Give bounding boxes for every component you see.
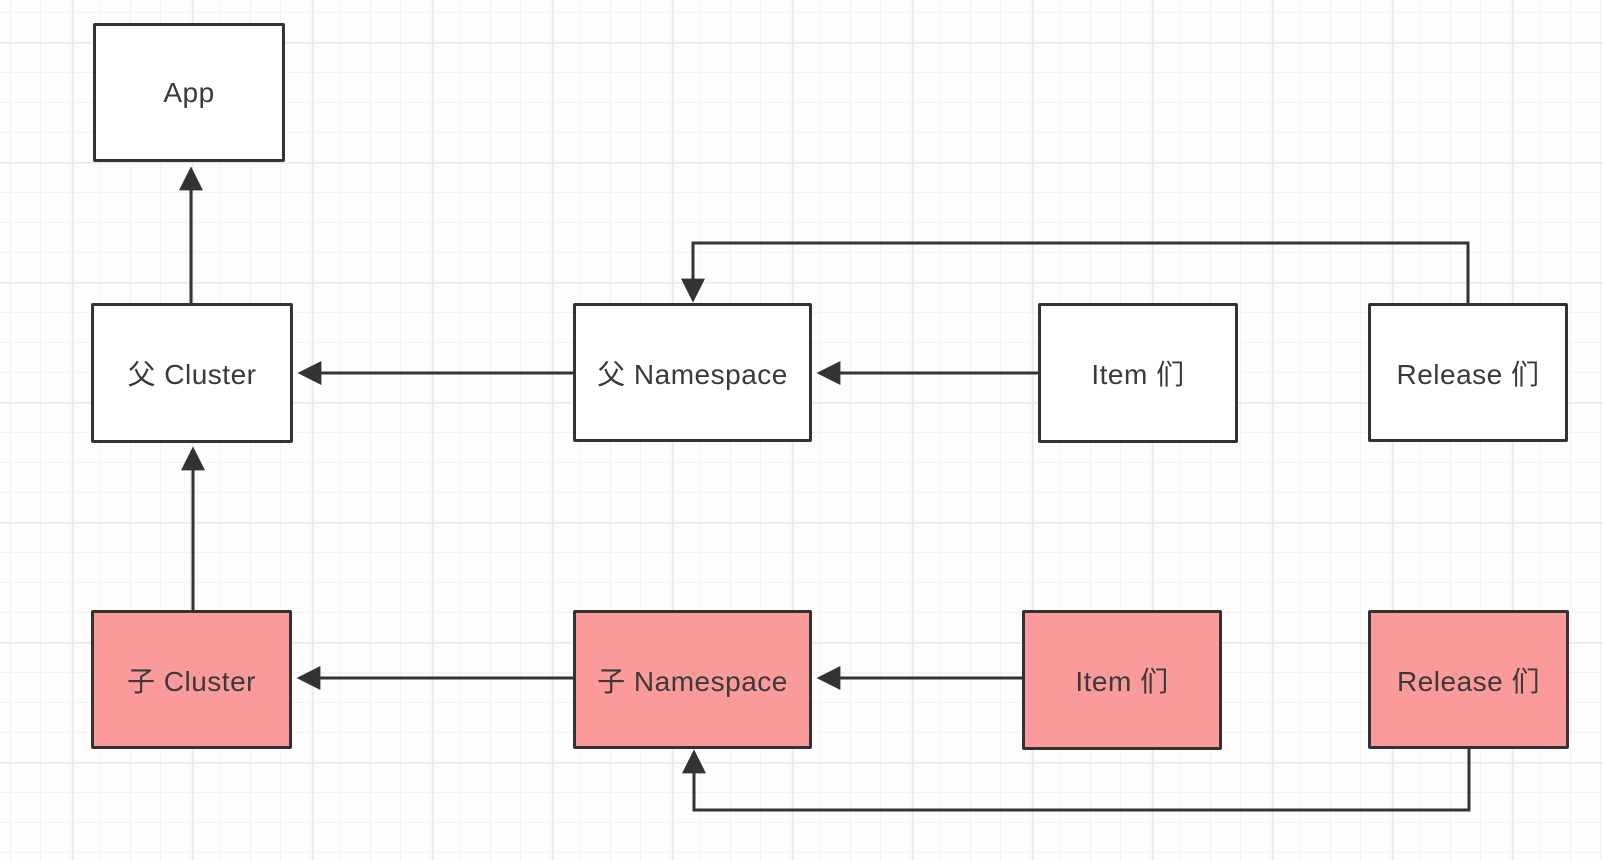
node-parent-releases[interactable]: Release 们	[1368, 303, 1568, 442]
node-parent-namespace-label: 父 Namespace	[597, 358, 788, 390]
node-parent-items-label: Item 们	[1091, 359, 1185, 390]
node-child-items-label: Item 们	[1075, 666, 1169, 697]
edge-child-releases-to-child-namespace[interactable]	[682, 749, 1471, 812]
node-child-releases[interactable]: Release 们	[1368, 610, 1569, 749]
node-parent-namespace[interactable]: 父 Namespace	[573, 303, 812, 442]
node-parent-items[interactable]: Item 们	[1038, 303, 1238, 443]
edge-parent-releases-to-parent-namespace[interactable]	[681, 241, 1470, 303]
node-app[interactable]: App	[93, 23, 285, 162]
node-parent-cluster-label: 父 Cluster	[127, 359, 257, 390]
node-child-releases-label: Release 们	[1396, 665, 1540, 697]
node-parent-releases-label: Release 们	[1396, 358, 1540, 390]
node-app-label: App	[163, 76, 215, 108]
node-child-namespace-label: 子 Namespace	[597, 665, 788, 697]
node-child-namespace[interactable]: 子 Namespace	[573, 610, 812, 749]
node-parent-cluster[interactable]: 父 Cluster	[91, 303, 293, 443]
node-child-cluster[interactable]: 子 Cluster	[91, 610, 292, 749]
node-child-cluster-label: 子 Cluster	[127, 665, 256, 697]
node-child-items[interactable]: Item 们	[1022, 610, 1222, 750]
